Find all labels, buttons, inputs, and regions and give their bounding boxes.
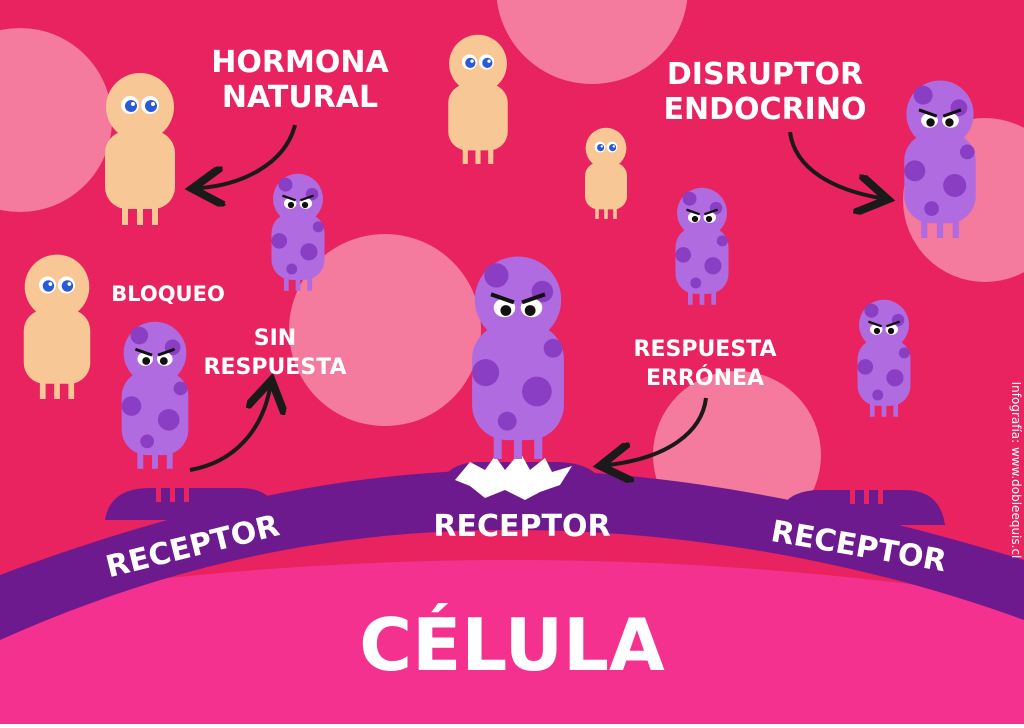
arrow-natural-hormone: [200, 124, 297, 188]
label-no-response-line1: SIN: [254, 326, 296, 351]
natural-hormone-small: [585, 127, 627, 219]
arrow-no-response: [189, 388, 270, 472]
cell-body: [0, 560, 1024, 724]
credit-text: Infografía: www.dobleequis.cl: [1009, 382, 1023, 559]
disruptor-small-left: [270, 172, 326, 292]
label-cell: CÉLULA: [359, 603, 665, 687]
label-no-response-line2: RESPUESTA: [204, 355, 347, 380]
arrow-disruptor: [788, 131, 880, 198]
label-wrong-response-line1: RESPUESTA: [634, 337, 777, 362]
label-natural-hormone-line1: HORMONA: [211, 45, 389, 80]
disruptor-center: [472, 257, 564, 460]
receptor-center-shape: [438, 452, 605, 500]
arrow-wrong-response: [608, 397, 708, 465]
disruptor-blocking: [120, 320, 190, 471]
label-receptor-center: RECEPTOR: [433, 509, 610, 544]
label-wrong-response-line2: ERRÓNEA: [646, 365, 764, 391]
natural-hormone-blocked: [23, 254, 91, 399]
label-disruptor-line1: DISRUPTOR: [667, 57, 863, 92]
disruptor-small-mid: [674, 186, 730, 306]
receptor-right-shape: [775, 490, 945, 525]
label-natural-hormone-line2: NATURAL: [222, 80, 378, 115]
label-block: BLOQUEO: [111, 282, 225, 306]
label-disruptor-line2: ENDOCRINO: [664, 92, 867, 127]
natural-hormone-large: [105, 73, 175, 225]
disruptor-top-right: [902, 78, 978, 240]
receptor-left-shape: [105, 488, 280, 520]
natural-hormone-top: [448, 34, 508, 164]
disruptor-small-right: [856, 298, 912, 418]
